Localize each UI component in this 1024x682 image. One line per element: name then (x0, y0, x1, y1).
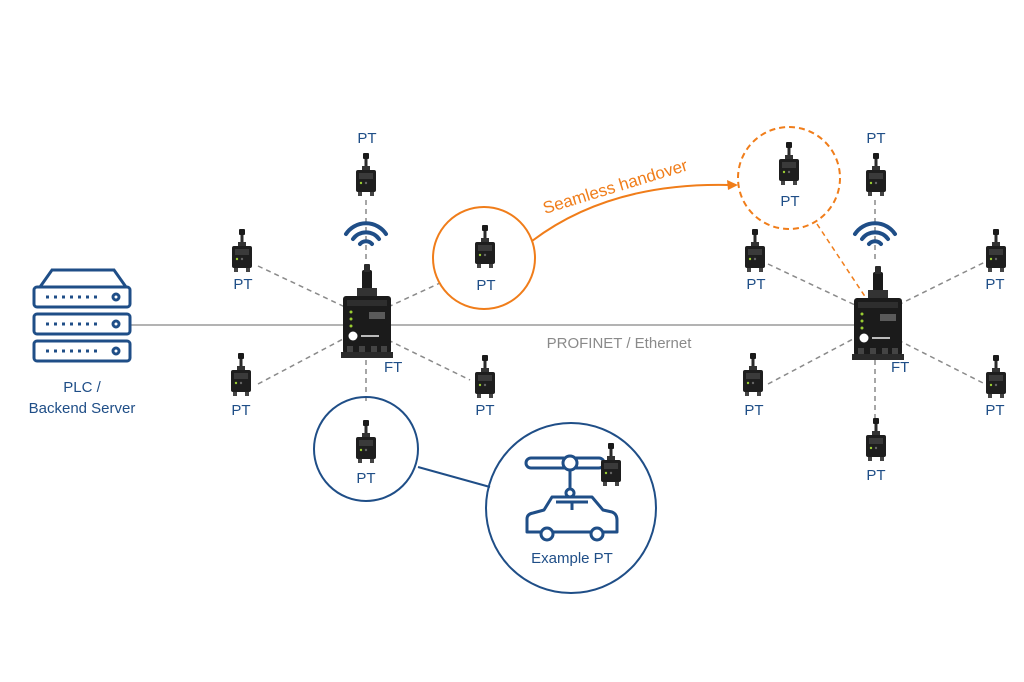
pt-label: PT (233, 276, 252, 293)
device-icon (232, 229, 252, 272)
device-icon (475, 355, 495, 398)
handover-target-circle (737, 126, 841, 230)
handover-arrowhead (727, 180, 738, 190)
wifi-icon (853, 221, 897, 246)
handover-arrow (531, 183, 731, 242)
example-source-circle (313, 396, 419, 502)
device-icon (779, 142, 799, 185)
pt-label: PT (744, 402, 763, 419)
ft-label-right: FT (891, 359, 909, 376)
handover-link (816, 223, 867, 299)
car-icon (525, 495, 619, 542)
pt-label: PT (985, 402, 1004, 419)
example-connector (417, 466, 491, 488)
ft-label-left: FT (384, 359, 402, 376)
device-icon (601, 443, 621, 486)
pt-label: PT (475, 402, 494, 419)
pt-label: PT (357, 130, 376, 147)
right-links (767, 200, 986, 420)
pt-label: PT (866, 467, 885, 484)
handover-label: Seamless handover (541, 156, 691, 218)
network-label: PROFINET / Ethernet (547, 335, 693, 352)
pt-label: PT (746, 276, 765, 293)
pt-label: PT (985, 276, 1004, 293)
device-icon (866, 153, 886, 196)
pt-label: PT (780, 193, 799, 210)
device-icon (745, 229, 765, 272)
device-icon (986, 355, 1006, 398)
server-label-line2: Backend Server (29, 400, 136, 417)
device-icon (743, 353, 763, 396)
device-icon (475, 225, 495, 268)
server-label-line1: PLC / (63, 379, 101, 396)
ft-device-right (852, 266, 904, 360)
ft-device-left (341, 264, 393, 358)
trolley-icon (524, 454, 606, 499)
device-icon (231, 353, 251, 396)
wifi-icon (344, 221, 388, 246)
pt-label: PT (356, 470, 375, 487)
server-icon (32, 268, 132, 363)
example-label: Example PT (531, 550, 613, 567)
handover-source-circle (432, 206, 536, 310)
pt-label: PT (231, 402, 250, 419)
device-icon (866, 418, 886, 461)
example-circle (485, 422, 657, 594)
device-icon (986, 229, 1006, 272)
device-icon (356, 420, 376, 463)
pt-label: PT (866, 130, 885, 147)
device-icon (356, 153, 376, 196)
pt-label: PT (476, 277, 495, 294)
